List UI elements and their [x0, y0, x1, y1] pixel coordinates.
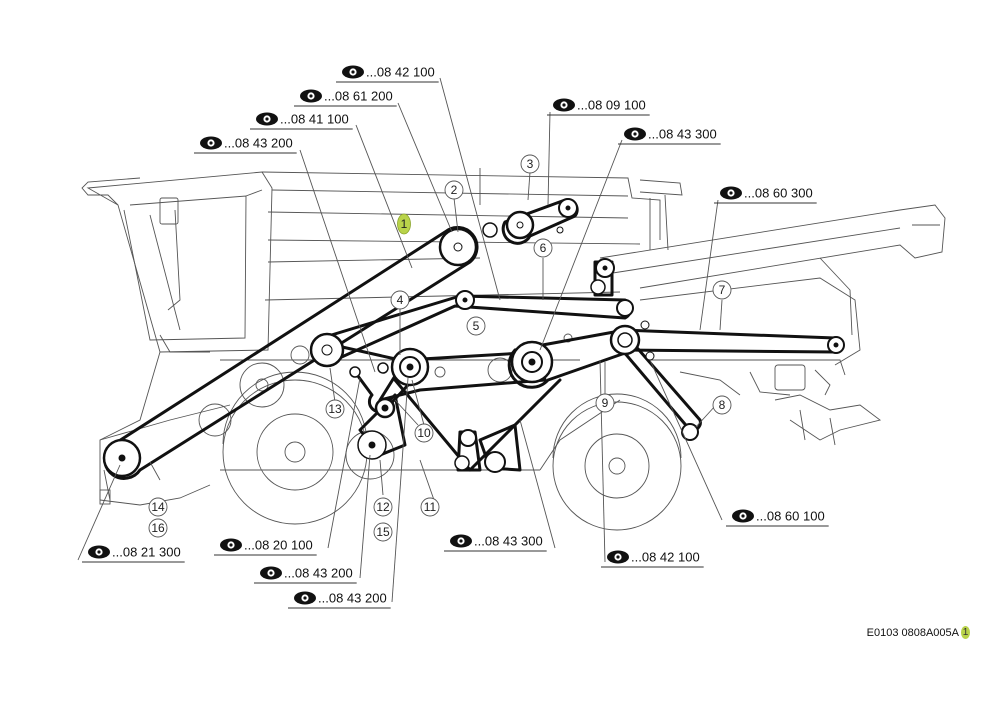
- ref-label-text: ...08 42 100: [631, 550, 700, 565]
- callout-12: 12: [373, 497, 393, 517]
- ref-label-text: ...08 43 200: [318, 591, 387, 606]
- callout-number: 6: [540, 241, 547, 255]
- ref-label: ...08 60 300: [714, 186, 817, 204]
- eye-icon: [88, 545, 110, 559]
- callout-14: 14: [148, 497, 168, 517]
- callout-number: 14: [151, 500, 165, 514]
- figure-id-text: E0103 0808A005A: [866, 626, 959, 639]
- callout-number: 10: [417, 426, 431, 440]
- callout-10: 10: [414, 423, 434, 443]
- eye-icon: [553, 98, 575, 112]
- callout-7: 7: [712, 280, 732, 300]
- figure-id: E0103 0808A005A 1: [867, 626, 970, 639]
- ref-label-text: ...08 41 100: [280, 112, 349, 127]
- callout-1: 1: [397, 213, 411, 235]
- callout-4: 4: [390, 290, 410, 310]
- belt-rear-straight: [618, 328, 841, 354]
- callout-number: 16: [151, 521, 165, 535]
- callout-16: 16: [148, 518, 168, 538]
- ref-label: ...08 43 200: [288, 591, 391, 609]
- callout-number: 13: [328, 402, 342, 416]
- ref-label-text: ...08 43 300: [648, 127, 717, 142]
- ref-label-text: ...08 60 100: [756, 509, 825, 524]
- eye-icon: [220, 538, 242, 552]
- ref-label-text: ...08 20 100: [244, 538, 313, 553]
- ref-label: ...08 21 300: [82, 545, 185, 563]
- ref-label: ...08 43 300: [618, 127, 721, 145]
- callout-11: 11: [420, 497, 440, 517]
- eye-icon: [342, 65, 364, 79]
- eye-icon: [256, 112, 278, 126]
- callout-number: 9: [602, 396, 609, 410]
- callout-9: 9: [595, 393, 615, 413]
- callout-number: 5: [473, 319, 480, 333]
- callout-number: 8: [719, 398, 726, 412]
- ref-label: ...08 42 100: [336, 65, 439, 83]
- callout-number: 4: [397, 293, 404, 307]
- callout-number: 12: [376, 500, 390, 514]
- eye-icon: [732, 509, 754, 523]
- callout-number: 3: [527, 157, 534, 171]
- callout-number: 1: [401, 217, 408, 231]
- eye-icon: [300, 89, 322, 103]
- ref-label-text: ...08 43 200: [224, 136, 293, 151]
- eye-icon: [607, 550, 629, 564]
- figure-marker: 1: [961, 626, 970, 639]
- ref-label: ...08 41 100: [250, 112, 353, 130]
- callout-13: 13: [325, 399, 345, 419]
- ref-label: ...08 43 200: [254, 566, 357, 584]
- eye-icon: [624, 127, 646, 141]
- ref-label-text: ...08 60 300: [744, 186, 813, 201]
- eye-icon: [260, 566, 282, 580]
- eye-icon: [200, 136, 222, 150]
- ref-label-text: ...08 43 300: [474, 534, 543, 549]
- ref-label-text: ...08 09 100: [577, 98, 646, 113]
- eye-icon: [720, 186, 742, 200]
- eye-icon: [294, 591, 316, 605]
- callout-5: 5: [466, 316, 486, 336]
- callout-number: 11: [424, 500, 437, 514]
- leader-lines: [77, 77, 723, 603]
- callout-15: 15: [373, 522, 393, 542]
- callout-3: 3: [520, 154, 540, 174]
- ref-label: ...08 60 100: [726, 509, 829, 527]
- ref-label: ...08 43 200: [194, 136, 297, 154]
- ref-label: ...08 61 200: [294, 89, 397, 107]
- callout-8: 8: [712, 395, 732, 415]
- reference-labels: ...08 42 100...08 61 200...08 09 100...0…: [82, 65, 829, 609]
- ref-label: ...08 43 300: [444, 534, 547, 552]
- ref-label: ...08 20 100: [214, 538, 317, 556]
- callout-2: 2: [444, 180, 464, 200]
- ref-label-text: ...08 61 200: [324, 89, 393, 104]
- callout-number: 15: [376, 525, 390, 539]
- pulleys: [102, 198, 845, 478]
- callout-number: 7: [719, 283, 726, 297]
- callout-6: 6: [533, 238, 553, 258]
- ref-label: ...08 09 100: [547, 98, 650, 116]
- callout-number: 2: [451, 183, 458, 197]
- ref-label-text: ...08 43 200: [284, 566, 353, 581]
- ref-label-text: ...08 21 300: [112, 545, 181, 560]
- eye-icon: [450, 534, 472, 548]
- ref-label: ...08 42 100: [601, 550, 704, 568]
- ref-label-text: ...08 42 100: [366, 65, 435, 80]
